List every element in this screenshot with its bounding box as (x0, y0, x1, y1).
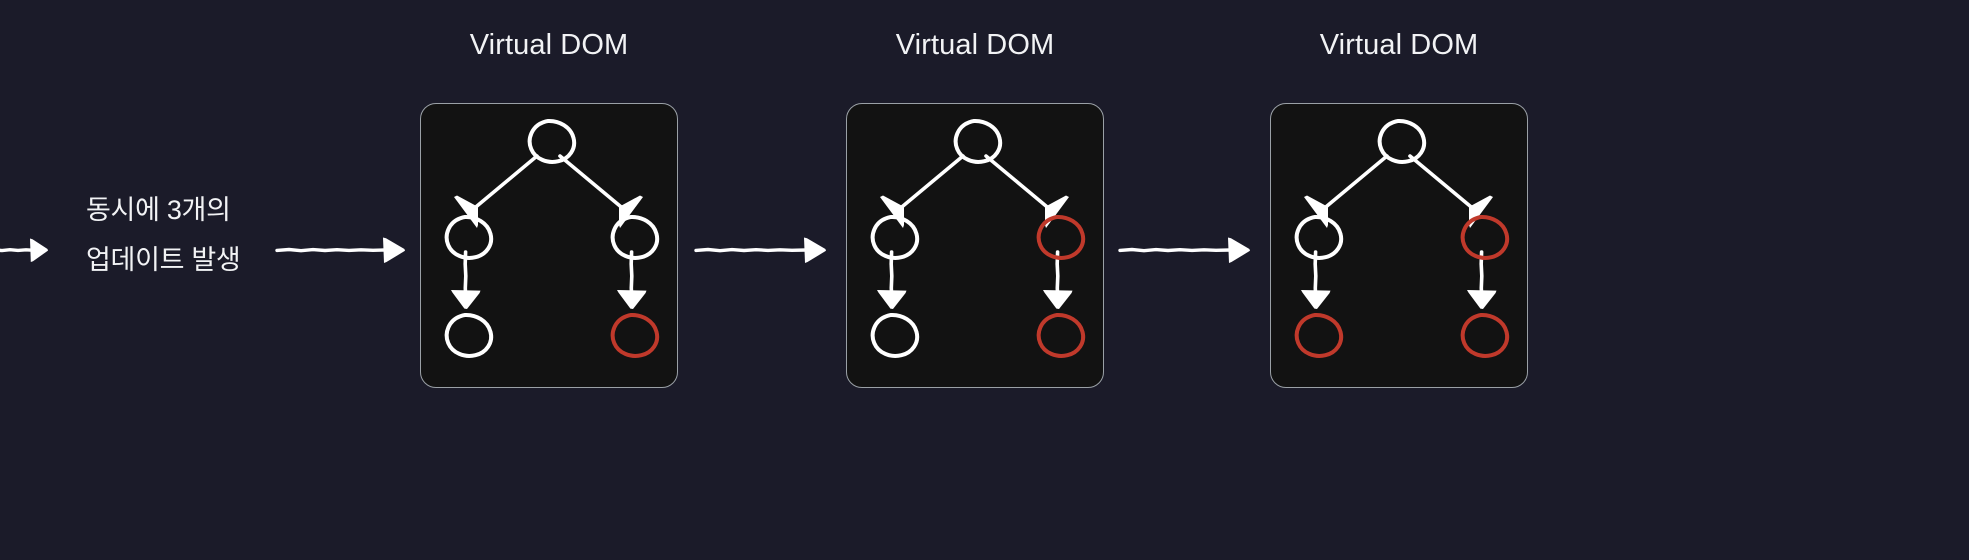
node-left-child (1294, 214, 1344, 260)
panel-card[interactable] (846, 103, 1104, 388)
node-root (1377, 118, 1427, 164)
panel-title: Virtual DOM (895, 29, 1055, 61)
node-left-child (444, 214, 494, 260)
arrow-panel-2-to-panel-3 (1118, 220, 1268, 280)
panel-title: Virtual DOM (1319, 29, 1479, 61)
node-left-leaf (870, 312, 920, 358)
edge-right-child-right-leaf (617, 250, 647, 309)
edge-left-child-left-leaf (877, 250, 907, 309)
arrow-into-caption (0, 220, 56, 280)
node-right-leaf (610, 312, 660, 358)
node-right-child (1460, 214, 1510, 260)
panel-virtual-dom-3: Virtual DOM (1270, 25, 1528, 388)
panel-virtual-dom-2: Virtual DOM (846, 25, 1104, 388)
edge-right-child-right-leaf (1467, 250, 1497, 309)
arrow-panel-1-to-panel-2 (694, 220, 844, 280)
panel-virtual-dom-1: Virtual DOM (420, 25, 678, 388)
node-left-leaf (444, 312, 494, 358)
edge-root-left (1304, 154, 1389, 228)
node-right-child (610, 214, 660, 260)
node-root (953, 118, 1003, 164)
panel-card[interactable] (1270, 103, 1528, 388)
edge-left-child-left-leaf (451, 250, 481, 309)
edge-root-left (880, 154, 965, 228)
node-root (527, 118, 577, 164)
caption-text: 동시에 3개의 업데이트 발생 (86, 195, 241, 275)
node-right-leaf (1460, 312, 1510, 358)
node-right-leaf (1036, 312, 1086, 358)
node-left-child (870, 214, 920, 260)
edge-left-child-left-leaf (1301, 250, 1331, 309)
edge-right-child-right-leaf (1043, 250, 1073, 309)
edge-root-left (454, 154, 539, 228)
arrow-caption-to-panel-1 (275, 220, 415, 280)
node-right-child (1036, 214, 1086, 260)
node-left-leaf (1294, 312, 1344, 358)
panel-card[interactable] (420, 103, 678, 388)
panel-title: Virtual DOM (469, 29, 629, 61)
